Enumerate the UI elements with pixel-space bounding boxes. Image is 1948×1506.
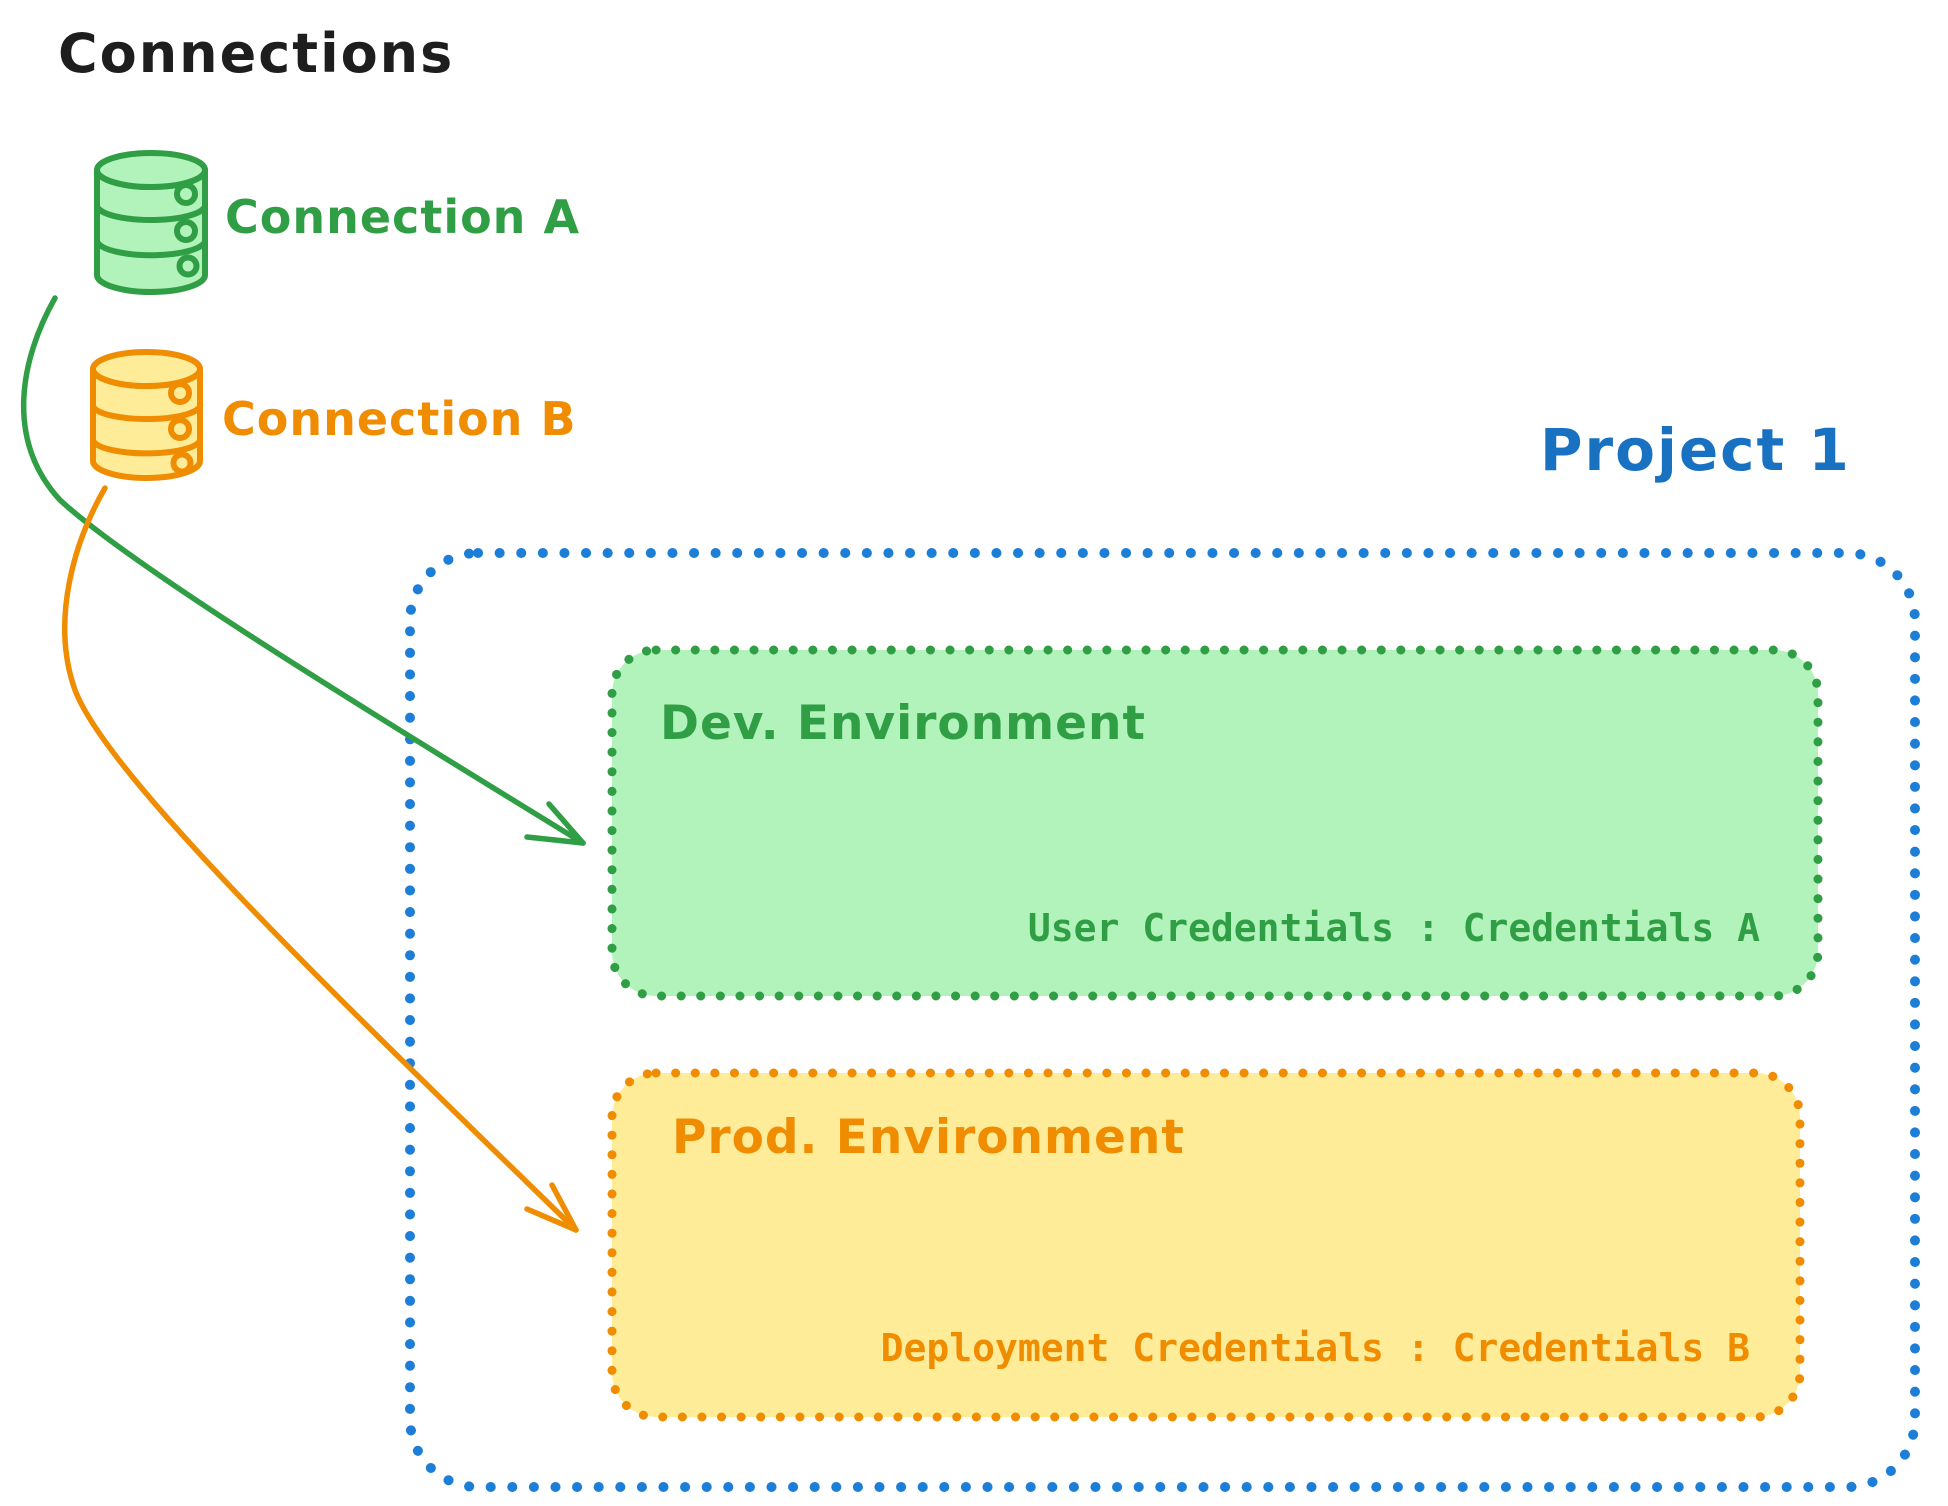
database-icon-connection-a (94, 150, 209, 295)
arrow-connection-a-to-dev-environment (21, 295, 586, 846)
dev-environment-title: Dev. Environment (660, 696, 1146, 751)
project-title: Project 1 (1540, 416, 1851, 484)
dev-environment-credentials-label: User Credentials : Credentials A (1027, 906, 1760, 950)
prod-environment-credentials-label: Deployment Credentials : Credentials B (880, 1326, 1750, 1370)
connection-a-label: Connection A (225, 190, 581, 244)
project-container-box (405, 548, 1920, 1492)
database-icon-connection-b (90, 349, 204, 481)
prod-environment-box (607, 1068, 1805, 1422)
dev-environment-box (607, 645, 1823, 1001)
arrow-connection-b-to-prod-environment (62, 485, 579, 1233)
connection-b-label: Connection B (222, 392, 577, 446)
diagram-title: Connections (58, 22, 455, 85)
prod-environment-title: Prod. Environment (672, 1110, 1185, 1165)
